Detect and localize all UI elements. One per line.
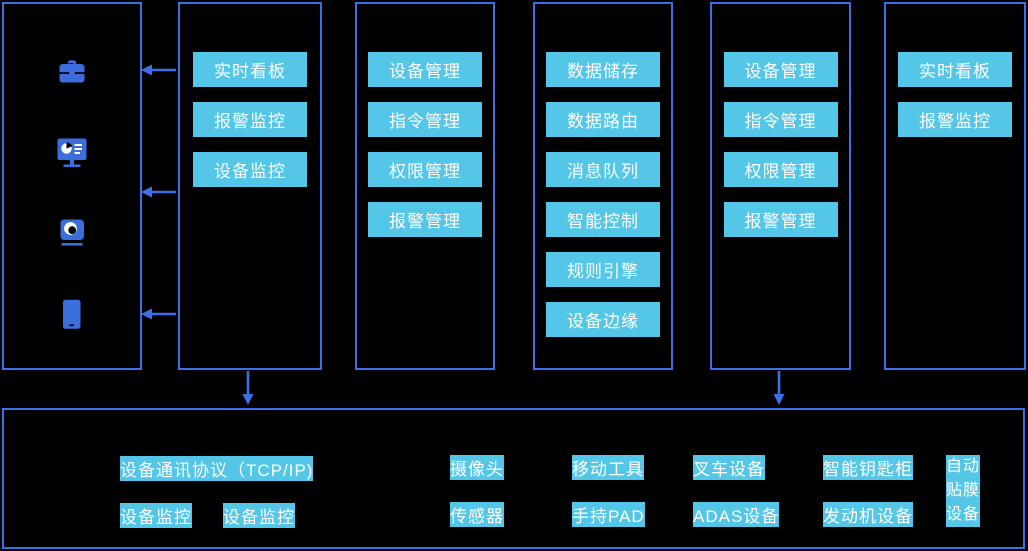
left-arrow (140, 62, 178, 78)
feature-chip: 实时看板 (193, 52, 307, 87)
feature-chip: 消息队列 (546, 152, 660, 187)
device-chip: 摄像头 (450, 455, 504, 480)
device-chip: 发动机设备 (823, 502, 913, 527)
feature-chip: 指令管理 (368, 102, 482, 137)
feature-chip: 报警管理 (368, 202, 482, 237)
device-chip: 手持PAD (572, 502, 645, 527)
monitor-dashboard-icon (55, 136, 89, 168)
tall-chip-line: 设备 (946, 506, 981, 523)
data-core-panel: 数据储存 数据路由 消息队列 智能控制 规则引擎 设备边缘 (533, 2, 673, 370)
left-arrow (140, 306, 178, 322)
smartphone-icon (55, 298, 89, 330)
feature-chip: 规则引擎 (546, 252, 660, 287)
feature-chip: 指令管理 (723, 102, 838, 137)
protocol-chip: 设备通讯协议（TCP/IP) (120, 456, 314, 481)
feature-chip: 数据储存 (546, 52, 660, 87)
monitoring-left-panel: 实时看板 报警监控 设备监控 (178, 2, 322, 370)
device-chip: 移动工具 (572, 455, 644, 480)
down-arrow (771, 370, 787, 406)
feature-chip: 权限管理 (723, 152, 838, 187)
monitor-chip: 设备监控 (223, 503, 295, 528)
device-chip: 叉车设备 (693, 455, 765, 480)
tall-chip-line: 贴膜 (946, 482, 981, 499)
monitor-chip: 设备监控 (120, 503, 192, 528)
feature-chip: 报警监控 (193, 102, 307, 137)
feature-chip: 智能控制 (546, 202, 660, 237)
feature-chip: 设备管理 (723, 52, 838, 87)
device-access-panel: 设备通讯协议（TCP/IP) 设备监控 设备监控 摄像头 移动工具 叉车设备 智… (2, 408, 1025, 549)
device-chip: 智能钥匙柜 (823, 455, 913, 480)
feature-chip: 报警管理 (723, 202, 838, 237)
feature-chip: 权限管理 (368, 152, 482, 187)
feature-chip: 设备管理 (368, 52, 482, 87)
management-right-panel: 设备管理 指令管理 权限管理 报警管理 (710, 2, 851, 370)
management-left-panel: 设备管理 指令管理 权限管理 报警管理 (355, 2, 495, 370)
device-types-panel (2, 2, 142, 370)
feature-chip: 数据路由 (546, 102, 660, 137)
feature-chip: 报警监控 (898, 102, 1012, 137)
device-chip: ADAS设备 (693, 502, 780, 527)
device-chip: 传感器 (450, 502, 504, 527)
monitoring-right-panel: 实时看板 报警监控 (884, 2, 1026, 370)
feature-chip: 实时看板 (898, 52, 1012, 87)
camera-icon (55, 217, 89, 249)
down-arrow (240, 370, 256, 406)
feature-chip: 设备边缘 (546, 302, 660, 337)
briefcase-icon (55, 55, 89, 87)
device-chip-tall: 自动 贴膜 设备 (946, 455, 981, 527)
tall-chip-line: 自动 (946, 458, 981, 475)
feature-chip: 设备监控 (193, 152, 307, 187)
left-arrow (140, 184, 178, 200)
